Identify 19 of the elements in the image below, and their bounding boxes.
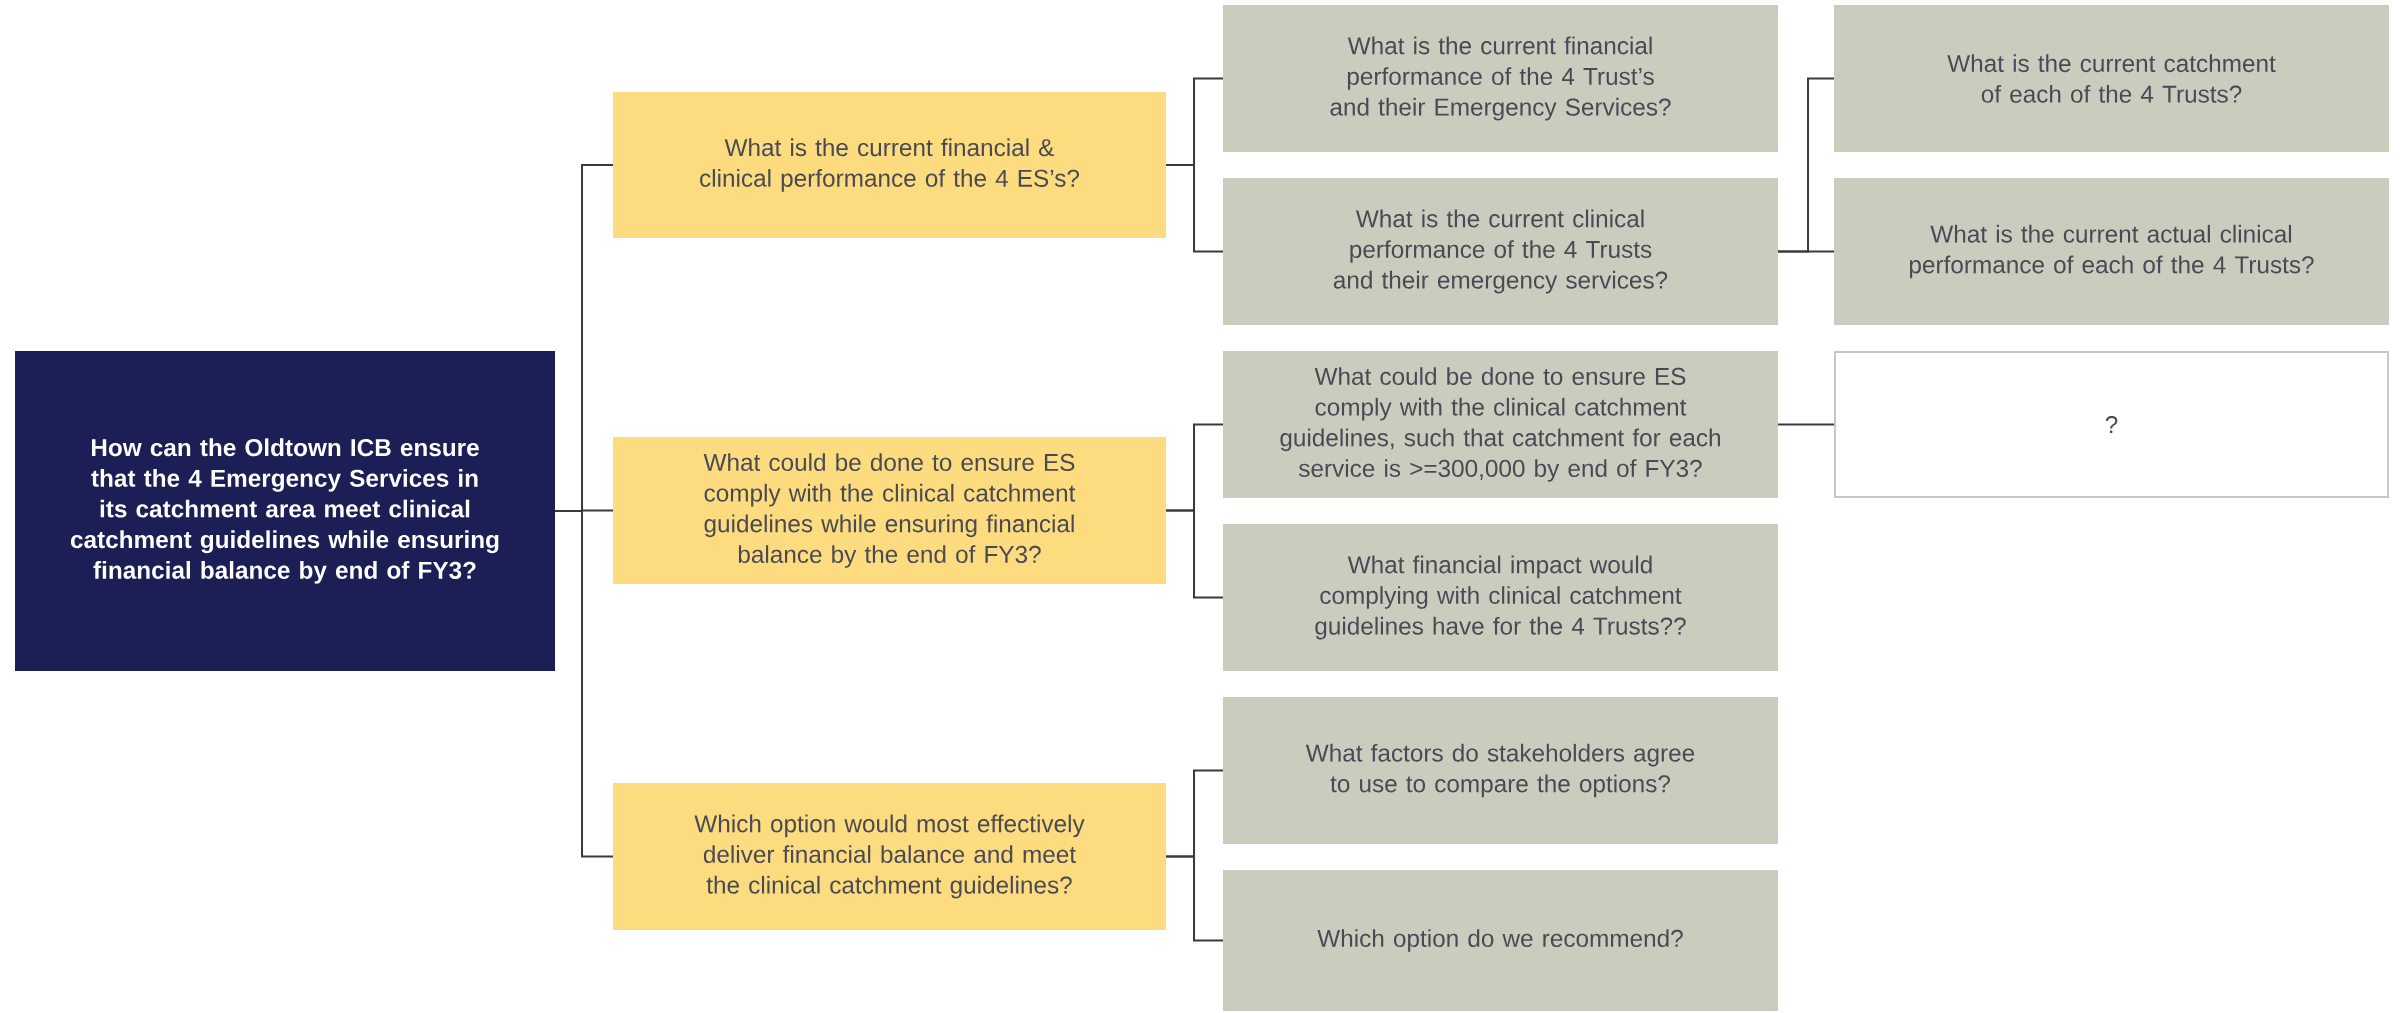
question-box: What is the current clinical performance of the 4 Trusts and their emergency services? bbox=[1223, 178, 1778, 325]
connector-line bbox=[1165, 855, 1225, 942]
connector-line bbox=[1777, 423, 1835, 426]
question-box: How can the Oldtown ICB ensure that the 4 Emergency Services in its catchment area meet clinical catchment guidelines while ensuring financial balance by end of FY3? bbox=[15, 351, 555, 671]
question-box: What is the current actual clinical performance of each of the 4 Trusts? bbox=[1834, 178, 2389, 325]
question-box: What factors do stakeholders agree to use to compare the options? bbox=[1223, 697, 1778, 844]
question-box: What is the current financial & clinical performance of the 4 ES’s? bbox=[613, 92, 1166, 238]
connector-line bbox=[1165, 164, 1225, 253]
question-box: What financial impact would complying with clinical catchment guidelines have for the 4 Trusts?? bbox=[1223, 524, 1778, 671]
question-box: What is the current catchment of each of the 4 Trusts? bbox=[1834, 5, 2389, 152]
question-box: What is the current financial performance of the 4 Trust’s and their Emergency Services? bbox=[1223, 5, 1778, 152]
connector-line bbox=[1165, 509, 1225, 599]
question-box: Which option would most effectively deliver financial balance and meet the clinical catchment guidelines? bbox=[613, 783, 1166, 930]
question-box: What could be done to ensure ES comply with the clinical catchment guidelines, such that catchment for each service is >=300,000 by end of FY3? bbox=[1223, 351, 1778, 498]
connector-line bbox=[554, 510, 614, 858]
question-box: What could be done to ensure ES comply with the clinical catchment guidelines while ensuring financial balance by the end of FY3? bbox=[613, 437, 1166, 584]
question-box: ? bbox=[1834, 351, 2389, 498]
connector-line bbox=[1777, 250, 1835, 253]
question-box: Which option do we recommend? bbox=[1223, 870, 1778, 1011]
